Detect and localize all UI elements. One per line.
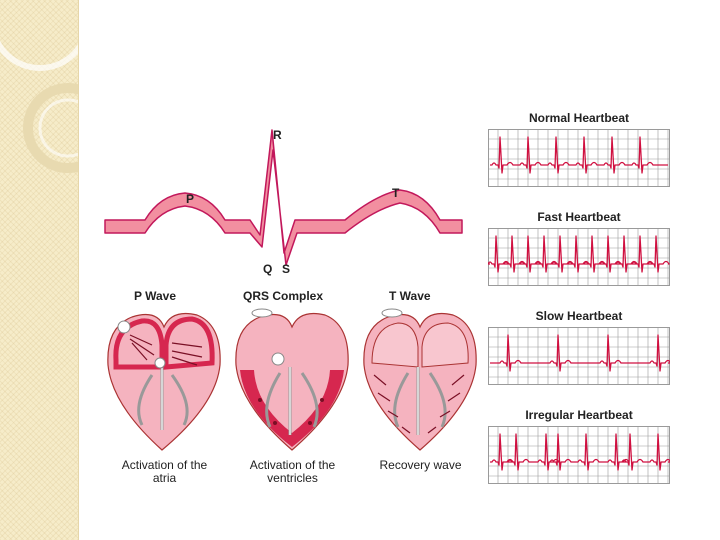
ecg-title-normal: Normal Heartbeat: [484, 111, 674, 125]
ecg-frame: [489, 229, 670, 286]
t-wave-label: T: [392, 186, 399, 200]
s-label: S: [282, 262, 290, 276]
ecg-title-irregular: Irregular Heartbeat: [484, 408, 674, 422]
caption-line: Recovery wave: [379, 458, 461, 472]
heart-diagram-ventricles: [230, 305, 355, 455]
heart-title-qrs: QRS Complex: [243, 289, 323, 303]
heart-caption-recovery: Recovery wave: [358, 459, 483, 472]
q-label: Q: [263, 262, 272, 276]
ecg-strip-normal: [488, 129, 670, 187]
heart-caption-ventricles: Activation of the ventricles: [230, 459, 355, 485]
caption-line: atria: [153, 471, 176, 485]
ecg-grid: [488, 129, 670, 187]
heart-diagram-recovery: [358, 305, 483, 455]
waveform-band: [105, 130, 462, 265]
ecg-title-fast: Fast Heartbeat: [484, 210, 674, 224]
ecg-frame: [489, 328, 670, 385]
decorative-side-panel: [0, 0, 79, 540]
caption-line: ventricles: [267, 471, 318, 485]
ecg-strip-slow: [488, 327, 670, 385]
p-wave-label: P: [186, 192, 194, 206]
ecg-frame: [489, 130, 670, 187]
ecg-grid: [488, 228, 670, 286]
pqrst-waveform: [100, 125, 470, 275]
heart-caption-atria: Activation of the atria: [102, 459, 227, 485]
ecg-strip-irregular: [488, 426, 670, 484]
heart-title-t-wave: T Wave: [389, 289, 431, 303]
heart-title-p-wave: P Wave: [134, 289, 176, 303]
ecg-grid: [488, 327, 670, 385]
heart-diagram-atria: [102, 305, 227, 455]
decorative-circles: [0, 0, 78, 540]
ecg-strip-fast: [488, 228, 670, 286]
caption-line: Activation of the: [122, 458, 207, 472]
ecg-title-slow: Slow Heartbeat: [484, 309, 674, 323]
caption-line: Activation of the: [250, 458, 335, 472]
r-peak-label: R: [273, 128, 282, 142]
